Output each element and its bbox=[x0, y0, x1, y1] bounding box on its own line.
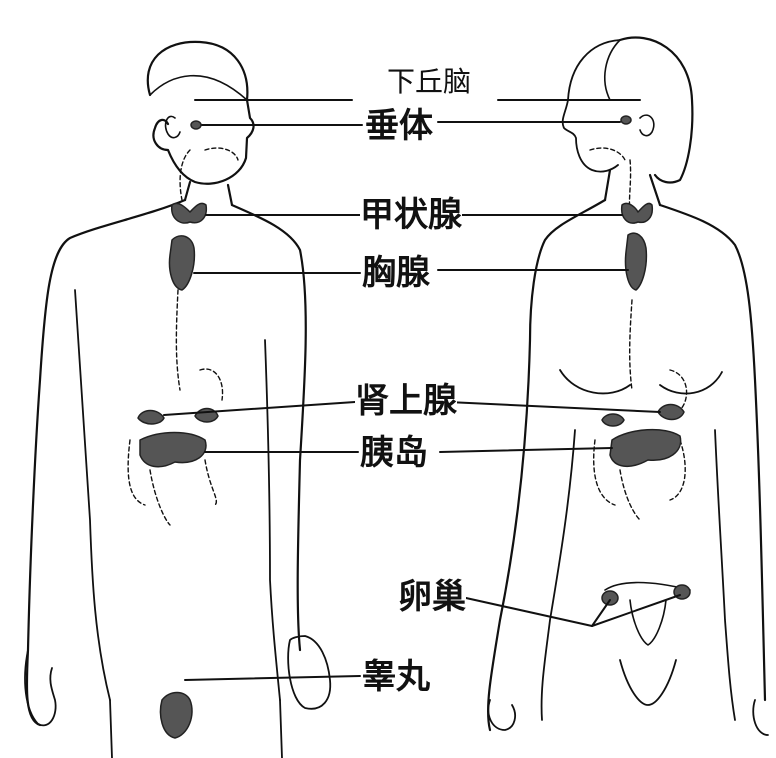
label-pituitary: 垂体 bbox=[365, 109, 433, 143]
female-head bbox=[620, 38, 692, 183]
female-figure bbox=[488, 38, 768, 736]
adrenal-line-right bbox=[448, 402, 660, 412]
male-testis bbox=[161, 693, 193, 739]
male-organs bbox=[138, 121, 218, 738]
label-thymus: 胸腺 bbox=[362, 256, 430, 290]
label-testis: 睾丸 bbox=[362, 660, 430, 694]
male-adrenal-left bbox=[138, 411, 164, 425]
islets-line-right bbox=[440, 448, 612, 452]
label-ovary: 卵巢 bbox=[398, 580, 466, 614]
testis-line bbox=[185, 676, 360, 680]
label-thyroid: 甲状腺 bbox=[360, 198, 462, 232]
label-islets: 胰岛 bbox=[360, 436, 428, 470]
label-adrenal: 肾上腺 bbox=[355, 384, 457, 418]
male-thyroid bbox=[172, 203, 207, 223]
female-organs bbox=[602, 116, 690, 605]
female-thyroid bbox=[622, 203, 653, 223]
adrenal-line-left bbox=[164, 402, 355, 415]
female-adrenal-left bbox=[602, 414, 624, 426]
female-adrenal-right bbox=[658, 405, 684, 420]
male-thymus bbox=[170, 236, 195, 290]
male-adrenal-right bbox=[195, 409, 218, 423]
male-pancreas bbox=[140, 433, 206, 467]
female-pancreas bbox=[610, 430, 681, 467]
female-pituitary bbox=[621, 116, 631, 124]
female-ovary-left bbox=[602, 591, 618, 605]
female-thymus bbox=[625, 233, 646, 290]
male-figure bbox=[25, 42, 330, 758]
male-pituitary bbox=[191, 121, 201, 129]
male-head bbox=[148, 42, 254, 184]
ovary-line-a bbox=[466, 598, 592, 626]
label-hypothalamus: 下丘脑 bbox=[387, 68, 471, 96]
